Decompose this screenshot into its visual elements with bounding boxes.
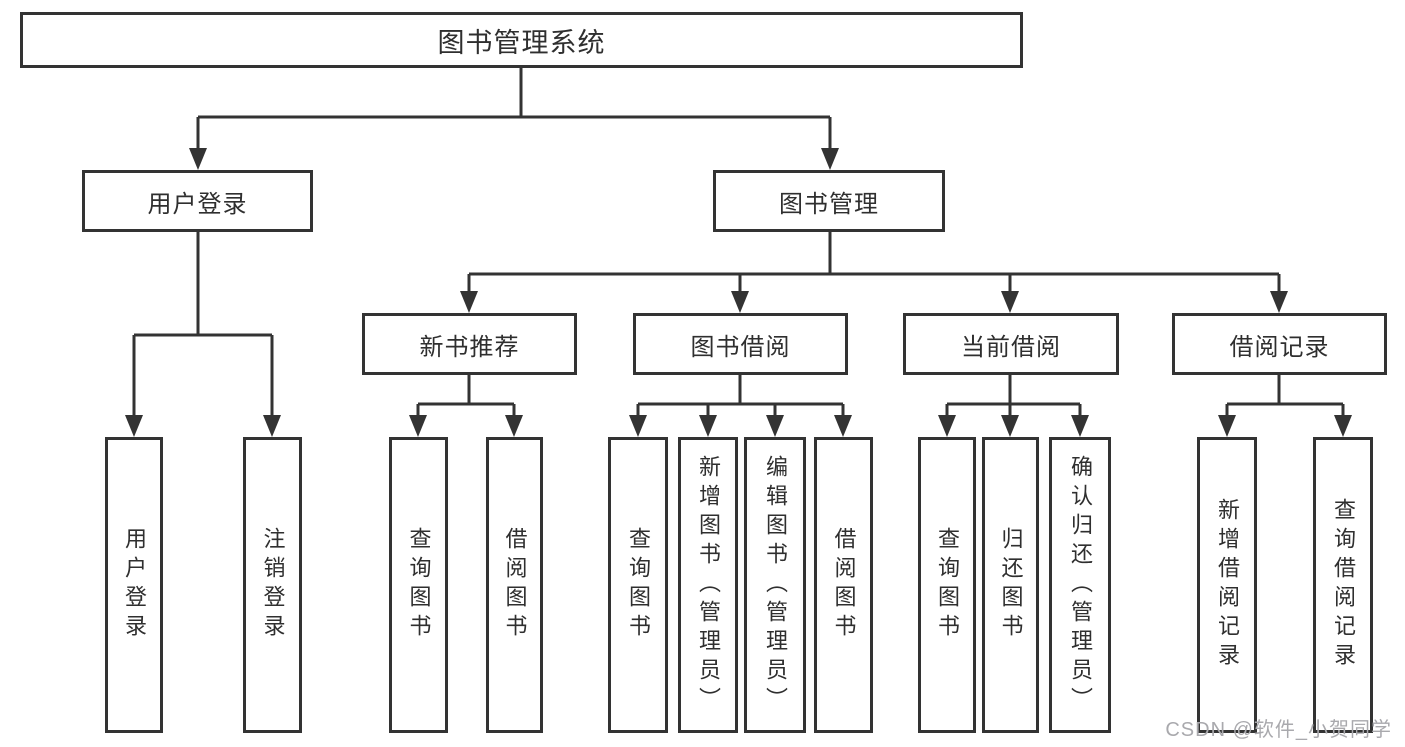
node-library-management-system: 图书管理系统 (20, 12, 1023, 68)
node-new-book-recommend: 新书推荐 (362, 313, 577, 375)
node-book-management: 图书管理 (713, 170, 945, 232)
leaf-cb-query-books: 查询图书 (918, 437, 976, 733)
leaf-bb-borrow-books: 借阅图书 (814, 437, 873, 733)
leaf-bb-add-books-admin: 新增图书（管理员） (678, 437, 738, 733)
csdn-watermark: CSDN @软件_小贺同学 (1165, 719, 1392, 741)
edge-new-book-rec-to-leaves (409, 375, 523, 437)
node-current-borrow: 当前借阅 (903, 313, 1119, 375)
leaf-user-login: 用户登录 (105, 437, 163, 733)
leaf-br-add-record: 新增借阅记录 (1197, 437, 1257, 733)
node-user-login: 用户登录 (82, 170, 313, 232)
node-borrow-records: 借阅记录 (1172, 313, 1387, 375)
leaf-logout: 注销登录 (243, 437, 302, 733)
edge-book-mgmt-to-tier3 (460, 232, 1288, 313)
edge-root-to-tier2 (189, 68, 839, 170)
edge-book-borrow-to-leaves (629, 375, 852, 437)
node-book-borrow: 图书借阅 (633, 313, 848, 375)
leaf-cb-return-books: 归还图书 (982, 437, 1039, 733)
leaf-br-query-record: 查询借阅记录 (1313, 437, 1373, 733)
leaf-bb-edit-books-admin: 编辑图书（管理员） (744, 437, 806, 733)
leaf-nbr-borrow-books: 借阅图书 (486, 437, 543, 733)
leaf-cb-confirm-return-admin: 确认归还（管理员） (1049, 437, 1111, 733)
leaf-bb-query-books: 查询图书 (608, 437, 668, 733)
leaf-nbr-query-books: 查询图书 (389, 437, 448, 733)
edge-borrow-records-to-leaves (1218, 375, 1352, 437)
edge-current-borrow-to-leaves (938, 375, 1089, 437)
edge-user-login-to-leaves (125, 232, 281, 437)
